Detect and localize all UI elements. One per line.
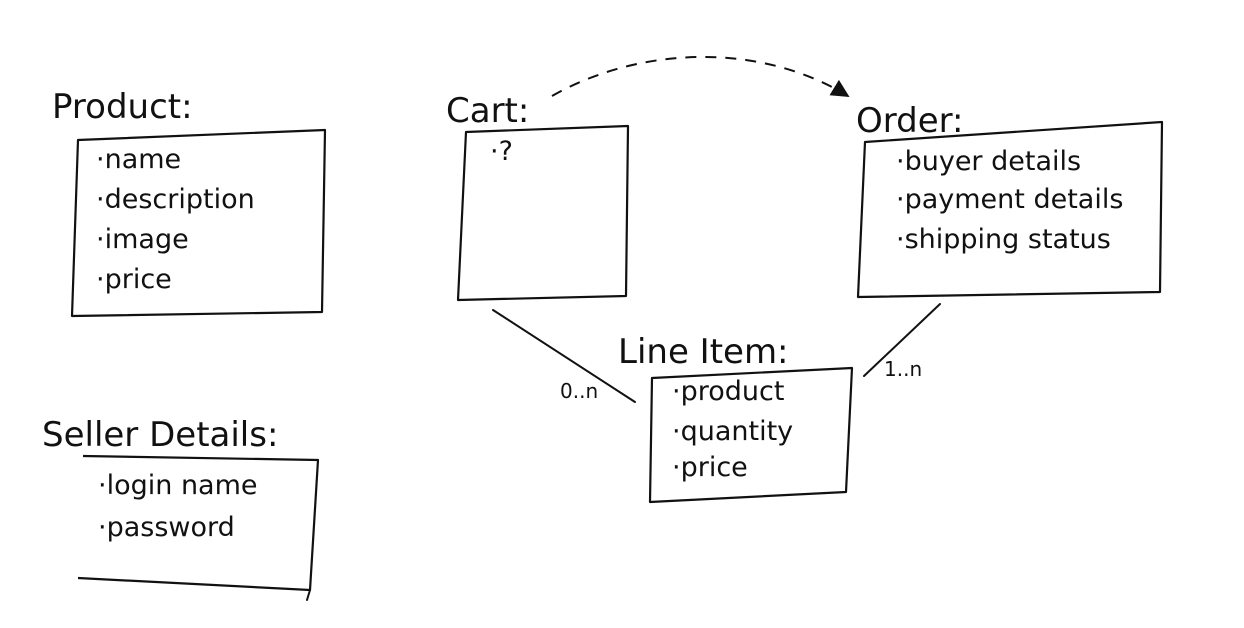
product-box [70, 128, 327, 318]
cart-item-unknown: ·? [490, 136, 513, 167]
seller-details-box [77, 454, 320, 592]
line-item-item-quantity: ·quantity [672, 416, 793, 447]
cart-entity: Cart: ·? [446, 91, 630, 302]
product-item-description: ·description [96, 184, 255, 215]
order-title: Order: [856, 101, 963, 141]
order-item-buyer-details: ·buyer details [896, 146, 1081, 177]
order-item-shipping-status: ·shipping status [896, 224, 1111, 255]
order-line-item-multiplicity: 1..n [884, 357, 922, 381]
order-entity: Order: ·buyer details ·payment details ·… [856, 101, 1164, 299]
cart-line-item-multiplicity: 0..n [560, 379, 598, 403]
line-item-item-product: ·product [672, 376, 784, 407]
line-item-box [648, 366, 854, 504]
product-item-image: ·image [96, 224, 189, 255]
line-item-item-price: ·price [672, 452, 748, 483]
product-entity: Product: ·name ·description ·image ·pric… [52, 87, 327, 318]
line-item-entity: Line Item: ·product ·quantity ·price [618, 332, 854, 504]
cart-to-order-arrow [551, 56, 850, 97]
cart-line-item-connector [492, 309, 636, 403]
cart-box [456, 124, 630, 302]
cart-title: Cart: [446, 91, 529, 131]
product-item-price: ·price [96, 264, 172, 295]
order-line-item-connector [863, 303, 941, 377]
product-title: Product: [52, 87, 193, 127]
line-item-title: Line Item: [618, 332, 789, 372]
seller-item-login-name: ·login name [98, 470, 258, 501]
seller-details-title: Seller Details: [42, 415, 278, 455]
order-box [856, 120, 1164, 299]
seller-item-password: ·password [98, 512, 235, 543]
order-item-payment-details: ·payment details [896, 184, 1123, 215]
seller-details-entity: Seller Details: ·login name ·password [42, 415, 320, 601]
product-item-name: ·name [96, 144, 181, 175]
